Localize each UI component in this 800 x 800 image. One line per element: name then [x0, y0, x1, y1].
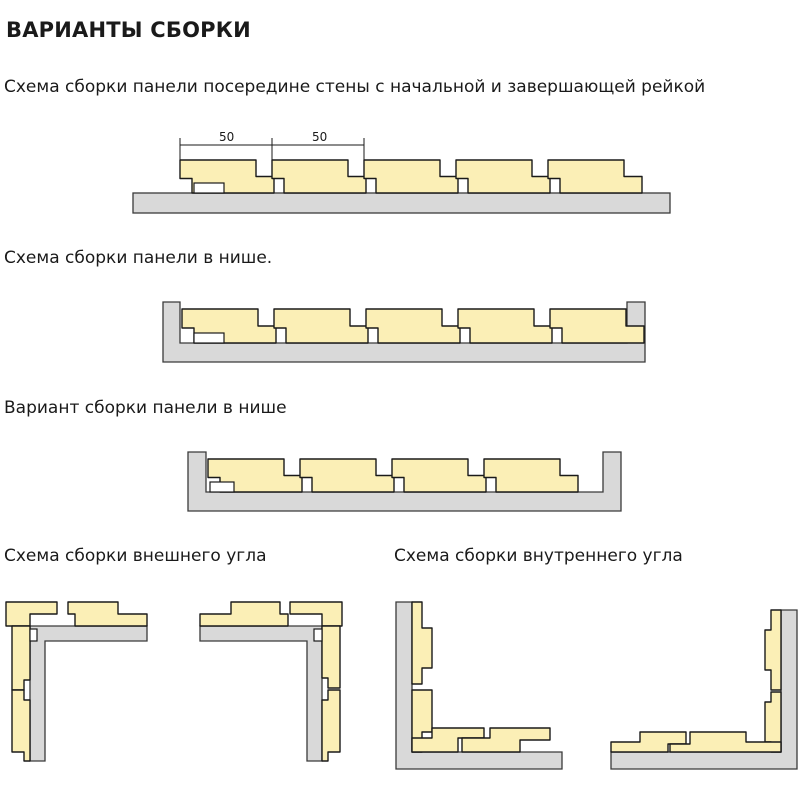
caption-outer-corner: Схема сборки внешнего угла — [4, 546, 267, 566]
wall-base-middle — [132, 192, 671, 214]
wall-panel — [299, 458, 395, 493]
wall-panel — [391, 458, 487, 493]
panel-outer-left-corner-top — [5, 601, 58, 627]
page-title: ВАРИАНТЫ СБОРКИ — [6, 18, 251, 42]
wall-panel — [363, 159, 459, 194]
starter-gap — [193, 332, 225, 344]
panel-outer-left-top-2 — [67, 601, 148, 627]
panel-inner-left-bottom-2 — [461, 727, 551, 753]
starter-gap — [193, 182, 225, 194]
gap-outer-right — [313, 628, 323, 642]
outer-corner-left — [5, 601, 148, 762]
dimension-label-1: 50 — [219, 130, 234, 144]
panel-inner-right-side-1 — [764, 609, 782, 691]
panel-inner-right-bottom-2 — [669, 731, 782, 753]
panel-outer-left-side-2 — [11, 689, 31, 762]
wall-panel — [455, 159, 551, 194]
inner-corner-right — [610, 609, 798, 770]
caption-scheme-middle: Схема сборки панели посередине стены с н… — [4, 77, 706, 97]
caption-inner-corner: Схема сборки внутреннего угла — [394, 546, 683, 566]
wall-panel — [547, 159, 643, 194]
gap-outer-left — [29, 628, 38, 642]
panel-inner-left-bottom-1 — [411, 727, 485, 753]
panel-outer-right-side-2 — [321, 689, 341, 762]
starter-gap — [209, 481, 235, 493]
panel-row-niche — [181, 308, 645, 344]
panel-outer-right-top-1 — [199, 601, 289, 627]
wall-panel — [549, 308, 645, 344]
panel-outer-right-side-1 — [321, 625, 341, 689]
caption-scheme-niche: Схема сборки панели в нише. — [4, 248, 273, 268]
panel-outer-right-corner-top — [289, 601, 343, 627]
wall-outer-corner-left — [29, 625, 148, 762]
wall-panel — [273, 308, 369, 344]
outer-corner-right — [199, 601, 343, 762]
wall-panel — [457, 308, 553, 344]
panel-row-niche-variant — [207, 458, 579, 493]
wall-panel — [271, 159, 367, 194]
panel-row-middle — [179, 159, 643, 194]
dimension-label-2: 50 — [312, 130, 327, 144]
panel-outer-left-side-1 — [11, 625, 31, 691]
dimension-lines: 50 50 — [179, 130, 365, 160]
wall-outer-corner-right — [199, 625, 323, 762]
wall-niche-1 — [162, 301, 646, 363]
wall-panel — [483, 458, 579, 493]
inner-corner-left — [395, 601, 563, 770]
wall-panel — [365, 308, 461, 344]
panel-inner-right-bottom-1 — [610, 731, 687, 753]
panel-inner-left-side-1 — [411, 601, 433, 685]
wall-niche-2 — [187, 451, 622, 512]
caption-variant-niche: Вариант сборки панели в нише — [4, 398, 287, 418]
